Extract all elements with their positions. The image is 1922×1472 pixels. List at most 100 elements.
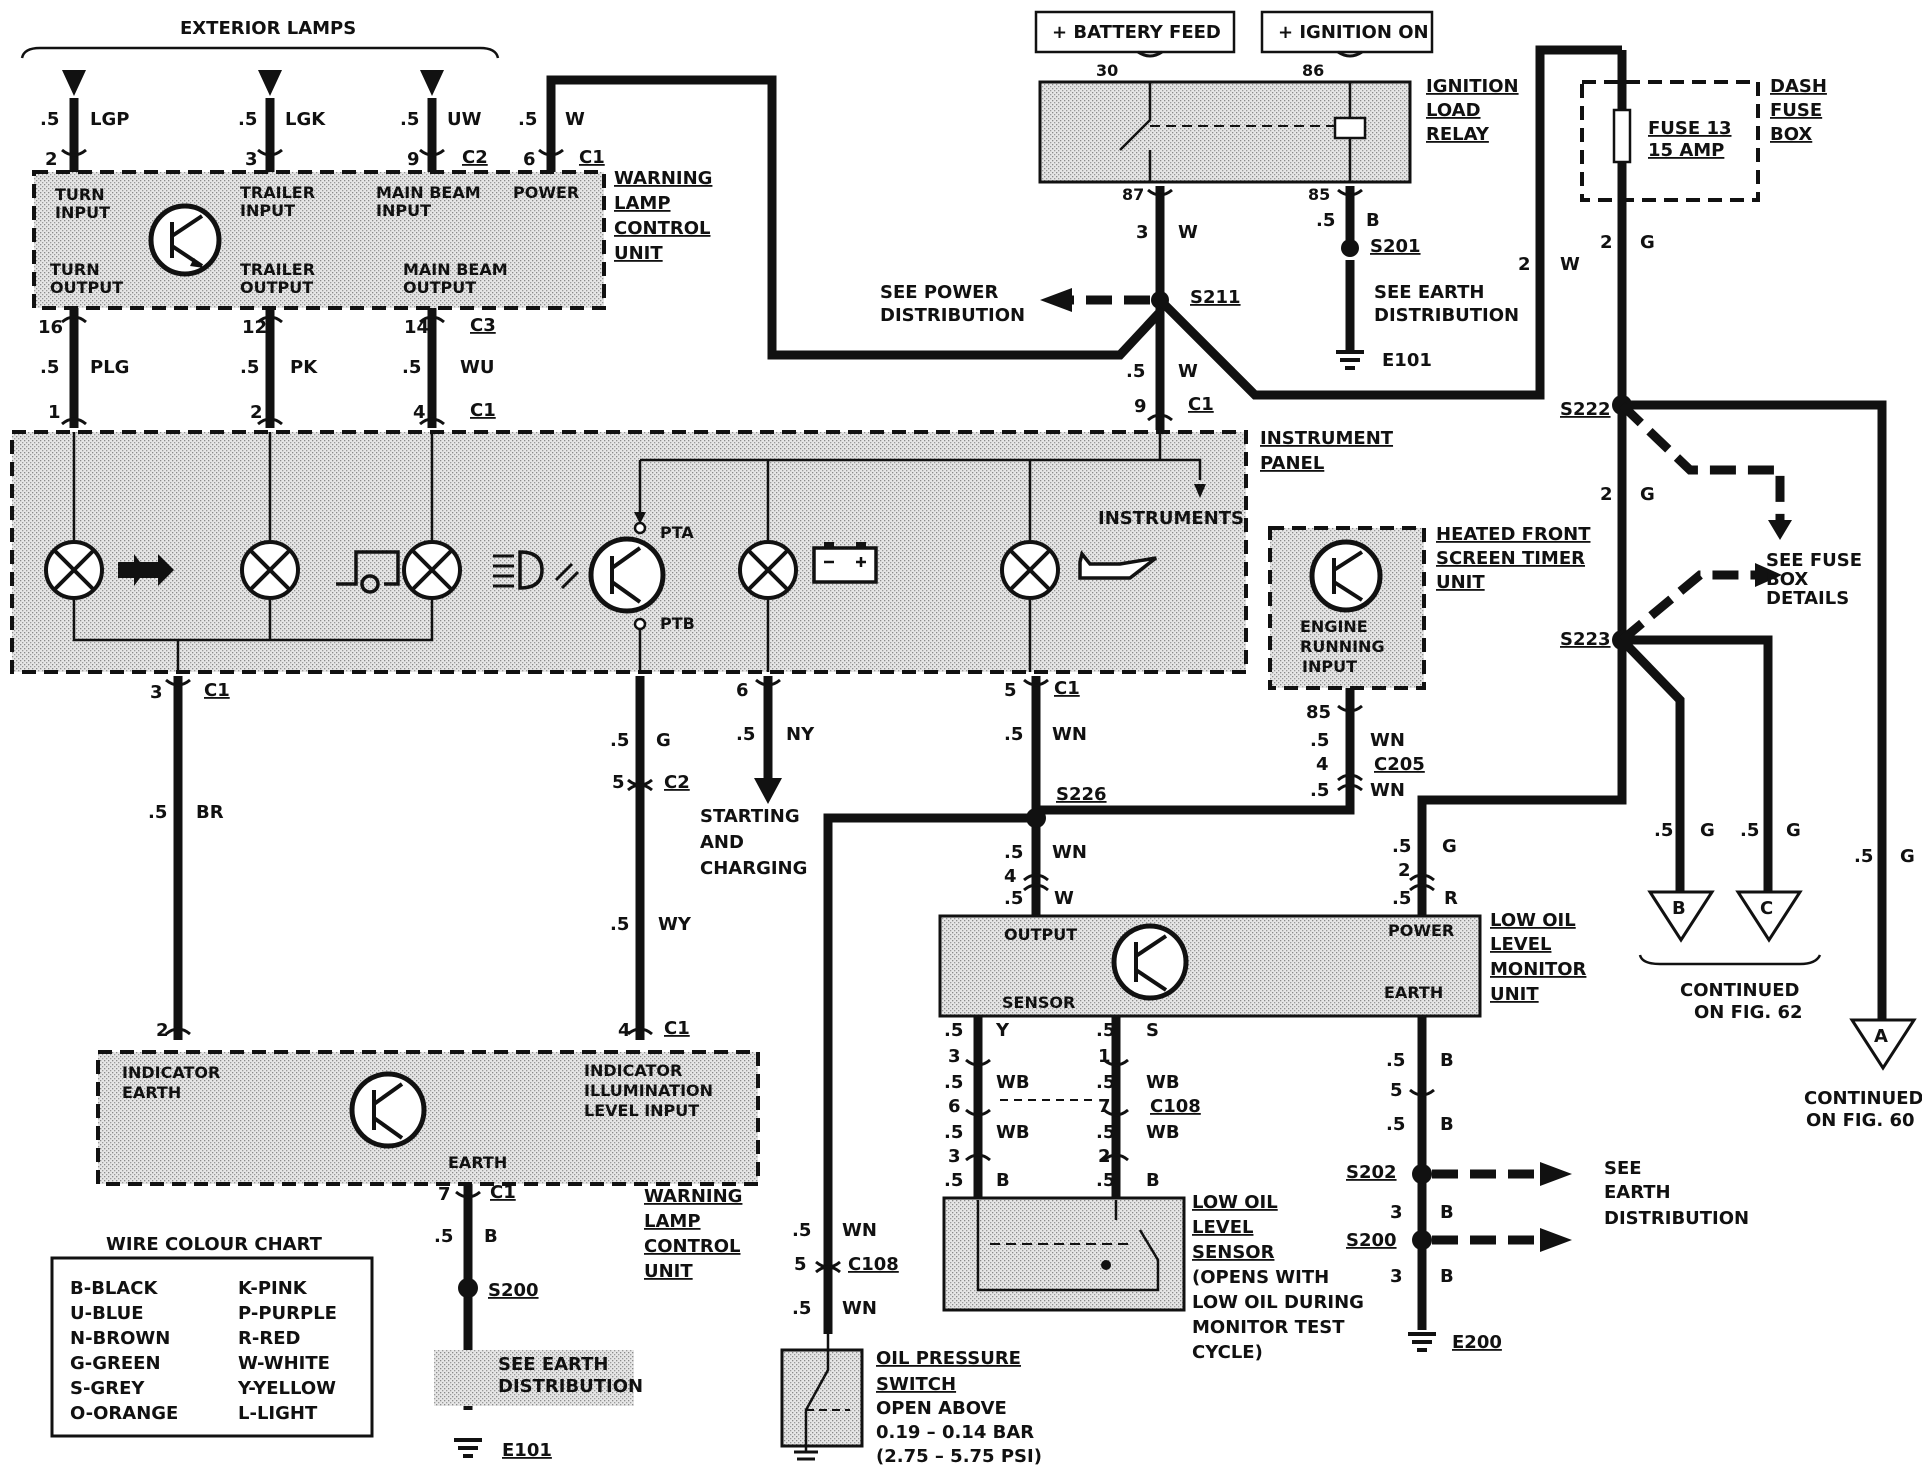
diagram-label: B	[1146, 1170, 1160, 1191]
diagram-label: G	[1900, 846, 1915, 867]
exterior-lamps-arrows	[62, 70, 444, 96]
diagram-label: 3	[245, 149, 258, 170]
trailer-lamp-icon	[240, 540, 300, 600]
headlamp-icon	[493, 550, 544, 590]
diagram-label: .5	[1096, 1072, 1115, 1093]
diagram-label: .5	[434, 1226, 453, 1247]
diagram-label: G	[1786, 820, 1801, 841]
trailer-icon	[336, 550, 400, 594]
diagram-label: .5	[400, 109, 419, 130]
exterior-lamps-label: EXTERIOR LAMPS	[180, 18, 356, 39]
diagram-label: 9	[407, 149, 420, 170]
diagram-label: DASH	[1770, 76, 1827, 97]
diagram-label: LGK	[285, 109, 326, 130]
diagram-label: S	[1146, 1020, 1159, 1041]
diagram-label: A	[1874, 1026, 1888, 1047]
diagram-label: R	[1444, 888, 1458, 909]
diagram-label: EARTH	[448, 1153, 507, 1172]
diagram-label: W	[1054, 888, 1074, 909]
diagram-label: .5	[1096, 1020, 1115, 1041]
diagram-label: .5	[610, 730, 629, 751]
diagram-label: C2	[664, 772, 690, 793]
diagram-label: INDICATOR	[122, 1063, 220, 1082]
diagram-label: SEE	[1604, 1158, 1642, 1179]
connector-a-icon	[1849, 1018, 1917, 1071]
diagram-label: .5	[518, 109, 537, 130]
diagram-label: S-GREY	[70, 1378, 145, 1399]
diagram-label: Y	[995, 1020, 1010, 1041]
diagram-label: MONITOR	[1490, 959, 1587, 980]
diagram-label: LGP	[90, 109, 129, 130]
diagram-label: 9	[1134, 396, 1147, 417]
diagram-label: RUNNING	[1300, 637, 1385, 656]
diagram-label: .5	[944, 1170, 963, 1191]
diagram-label: RELAY	[1426, 124, 1490, 145]
diagram-label: .5	[792, 1220, 811, 1241]
diagram-label: LEVEL	[1490, 934, 1551, 955]
diagram-label: .5	[792, 1298, 811, 1319]
diagram-label: L-LIGHT	[238, 1403, 318, 1424]
diagram-label: LAMP	[644, 1211, 701, 1232]
diagram-label: IGNITION	[1426, 76, 1519, 97]
oil-pressure-switch-box	[782, 1350, 862, 1446]
diagram-label: P-PURPLE	[238, 1303, 337, 1324]
diagram-label: EARTH	[1384, 983, 1443, 1002]
diagram-label: 3	[1390, 1266, 1403, 1287]
diagram-label: 2	[45, 149, 58, 170]
wlcu-top-transistor-icon	[148, 203, 222, 277]
oil-lamp-icon	[1000, 540, 1060, 600]
diagram-label: .5	[1096, 1170, 1115, 1191]
instrument-transistor-icon	[588, 521, 666, 631]
diagram-label: 1	[48, 402, 61, 423]
turn-lamp-icon	[44, 540, 104, 600]
diagram-label: AND	[700, 832, 744, 853]
diagram-label: 2	[1098, 1146, 1111, 1167]
diagram-label: WB	[996, 1072, 1030, 1093]
diagram-label: (2.75 – 5.75 PSI)	[876, 1446, 1042, 1467]
diagram-label: 3	[1390, 1202, 1403, 1223]
diagram-label: .5	[1004, 888, 1023, 909]
diagram-label: C1	[470, 400, 496, 421]
diagram-label: WB	[1146, 1072, 1180, 1093]
diagram-label: LEVEL INPUT	[584, 1101, 699, 1120]
diagram-label: C1	[204, 680, 230, 701]
diagram-label: .5	[1316, 210, 1335, 231]
wlcu-mainbeam-output-2: OUTPUT	[403, 278, 476, 297]
diagram-label: 6	[736, 680, 749, 701]
wlcu-turn-input-2: INPUT	[55, 203, 110, 222]
diagram-label: C2	[462, 147, 488, 168]
diagram-label: MONITOR TEST	[1192, 1317, 1345, 1338]
diagram-label: 85	[1306, 702, 1331, 723]
diagram-label: .5	[1654, 820, 1673, 841]
diagram-label: (OPENS WITH	[1192, 1267, 1329, 1288]
diagram-label: 4	[1004, 866, 1017, 887]
diagram-label: SEE EARTH	[498, 1354, 608, 1375]
diagram-label: .5	[40, 109, 59, 130]
diagram-label: UNIT	[1436, 572, 1485, 593]
diagram-label: C1	[664, 1018, 690, 1039]
connector-c-icon	[1735, 890, 1803, 943]
diagram-label: BOX	[1770, 124, 1812, 145]
diagram-label: ON FIG. 62	[1694, 1002, 1803, 1023]
diagram-label: SEE EARTH	[1374, 282, 1484, 303]
diagram-label: 15 AMP	[1648, 140, 1724, 161]
diagram-label: DISTRIBUTION	[1604, 1208, 1749, 1229]
low-oil-sensor-box	[944, 1198, 1184, 1310]
diagram-label: PTB	[660, 614, 695, 633]
diagram-label: 3	[1136, 222, 1149, 243]
diagram-label: FUSE	[1770, 100, 1822, 121]
diagram-label: .5	[1004, 724, 1023, 745]
diagram-label: PLG	[90, 357, 129, 378]
diagram-label: R-RED	[238, 1328, 300, 1349]
diagram-label: NY	[786, 724, 815, 745]
wlcu-turn-output-1: TURN	[50, 260, 100, 279]
connector-marks	[61, 148, 1435, 1274]
diagram-label: .5	[240, 357, 259, 378]
diagram-label: .5	[40, 357, 59, 378]
diagram-label: 86	[1302, 61, 1324, 80]
diagram-label: B	[484, 1226, 498, 1247]
diagram-label: LOW OIL	[1192, 1192, 1278, 1213]
turn-arrows-icon	[118, 554, 174, 586]
diagram-label: SEE POWER	[880, 282, 998, 303]
